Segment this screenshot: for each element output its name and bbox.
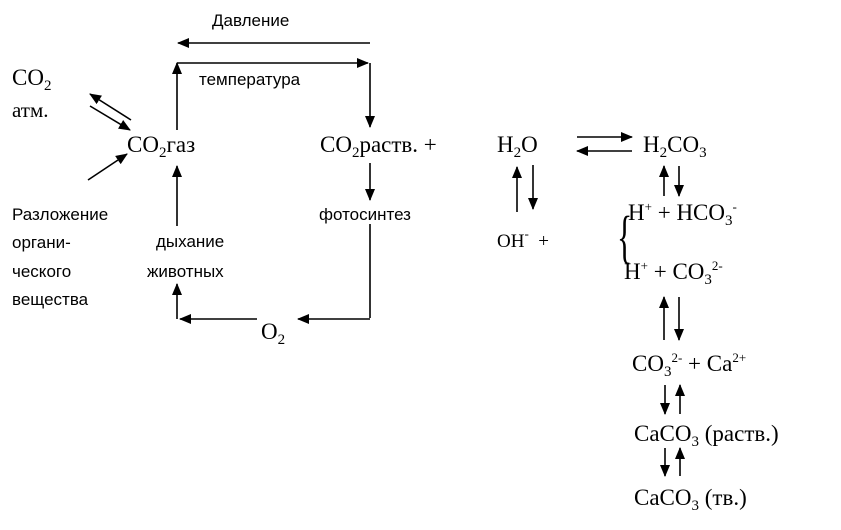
atm-label: атм.: [12, 98, 49, 122]
atm-from-gas-arrow: [89, 93, 132, 121]
decomposition-label-line3: ческого: [12, 262, 72, 281]
decomposition-arrow: [87, 153, 128, 181]
caco3-dissolved-formula: CaCO3 (раств.): [634, 421, 779, 450]
caco3-solid-formula: CaCO3 (тв.): [634, 485, 747, 514]
respiration-label-line2: животных: [147, 262, 224, 281]
carbonate-calcium-formula: CO32- + Ca2+: [632, 350, 747, 380]
respiration-label-line1: дыхание: [156, 232, 225, 251]
pressure-label: Давление: [212, 11, 290, 30]
atm-to-gas-arrow: [89, 105, 131, 131]
carbonate-formula: H+ + CO32-: [624, 258, 723, 288]
decomposition-label-line4: вещества: [12, 290, 89, 309]
photosynthesis-label: фотосинтез: [319, 205, 411, 224]
decomposition-label-line1: Разложение: [12, 205, 109, 224]
co2-gas-formula: CO2газ: [127, 132, 196, 161]
carbonic-acid-formula: H2CO3: [643, 132, 707, 161]
bicarbonate-formula: H+ + HCO3-: [628, 199, 737, 229]
decomposition-label-line2: органи-: [12, 233, 71, 252]
co2-atm-formula: CO2: [12, 65, 52, 94]
equilibrium-brace: {: [617, 204, 633, 269]
co2-dissolved-formula: CO2раств. +: [320, 132, 437, 161]
temperature-label: температура: [199, 70, 301, 89]
water-formula: H2O: [497, 132, 538, 161]
oxygen-formula: O2: [261, 319, 286, 348]
hydroxide-formula: OH- +: [497, 226, 550, 252]
